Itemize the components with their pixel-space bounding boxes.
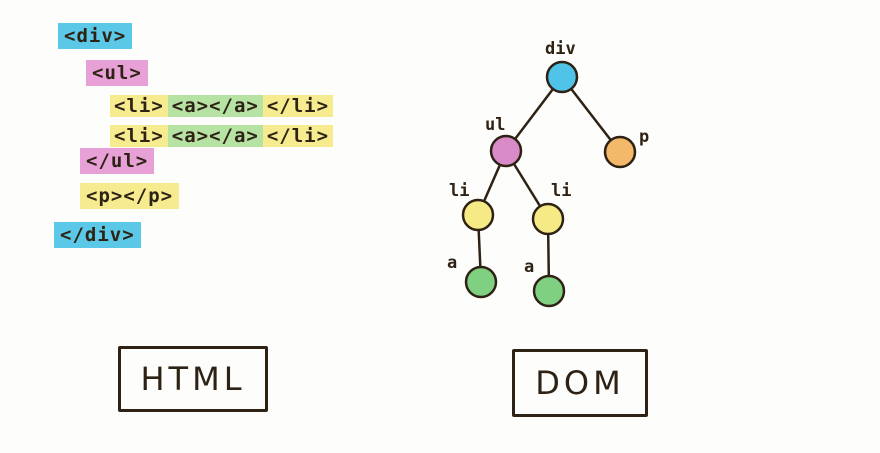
tree-edge-li2-a2: [546, 232, 551, 278]
tree-edge-ul-li1: [482, 163, 502, 203]
tree-node-a2: [532, 274, 566, 308]
tree-node-label-a1: a: [447, 253, 457, 273]
tree-node-li2: [531, 202, 565, 236]
code-li-close: </li>: [262, 95, 334, 117]
html-caption: HTML: [118, 346, 268, 412]
tree-node-label-p: p: [639, 127, 649, 147]
tree-node-p: [603, 135, 637, 169]
code-a: <a></a>: [167, 95, 263, 117]
dom-caption: DOM: [512, 349, 648, 417]
code-line-p: <p></p>: [80, 183, 180, 209]
code-a: <a></a>: [167, 125, 263, 147]
tree-edge-ul-li2: [512, 162, 542, 208]
tree-node-label-a2: a: [524, 257, 534, 277]
tree-node-label-div: div: [545, 39, 576, 59]
tree-edge-div-ul: [513, 87, 555, 141]
tree-edge-div-p: [569, 87, 613, 142]
tree-node-label-li2: li: [551, 181, 571, 201]
code-li-close: </li>: [262, 125, 334, 147]
code-line-li-2: <li><a></a></li>: [110, 123, 334, 149]
code-li-open: <li>: [110, 95, 168, 117]
tree-node-label-li1: li: [449, 181, 469, 201]
code-line-div-close: </div>: [54, 222, 141, 248]
tree-edge-li1-a1: [477, 228, 482, 269]
tree-node-label-ul: ul: [485, 115, 505, 135]
code-line-ul-open: <ul>: [86, 60, 148, 86]
tree-node-li1: [461, 198, 495, 232]
code-line-div-open: <div>: [58, 23, 133, 49]
code-li-open: <li>: [110, 125, 168, 147]
tree-node-ul: [489, 134, 523, 168]
tree-node-div: [545, 60, 579, 94]
tree-node-a1: [464, 265, 498, 299]
code-line-ul-close: </ul>: [80, 148, 155, 174]
code-line-li-1: <li><a></a></li>: [110, 93, 334, 119]
